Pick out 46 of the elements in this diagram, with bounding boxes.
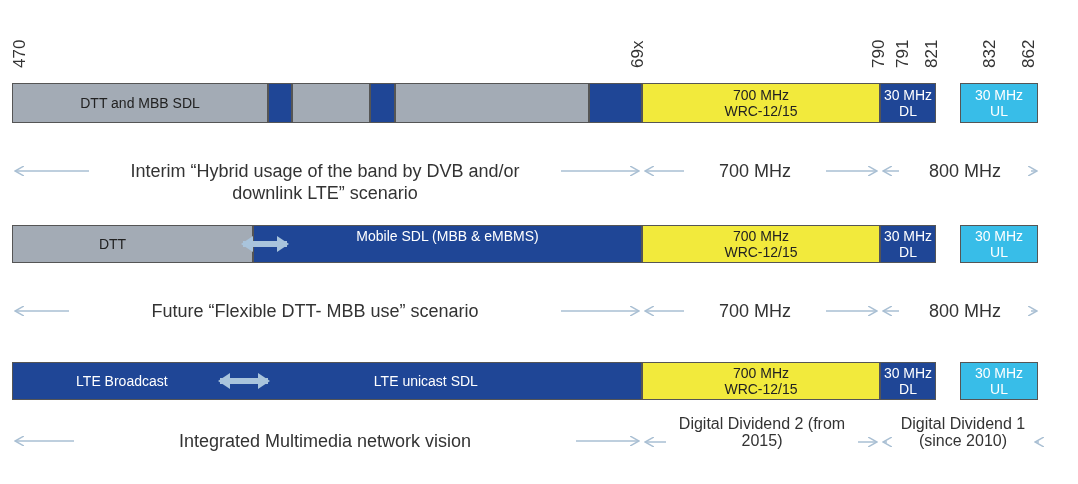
band-segment	[12, 225, 253, 263]
double-arrow	[241, 236, 289, 252]
band-segment	[253, 225, 642, 263]
segment-label: 30 MHz UL	[974, 87, 1024, 119]
frequency-tick: 790	[869, 39, 889, 68]
span-label: 800 MHz	[928, 160, 1002, 182]
segment-label: 30 MHz DL	[883, 228, 933, 260]
span-label: Digital Dividend 1 (since 2010)	[899, 415, 1027, 449]
band-segment	[642, 362, 880, 400]
band-bar	[268, 83, 292, 123]
segment-label: 700 MHz WRC-12/15	[723, 87, 799, 119]
band-segment	[960, 225, 1038, 263]
segment-label: LTE Broadcast	[76, 373, 168, 389]
band-segment	[12, 83, 268, 123]
segment-label: Mobile SDL (MBB & eMBMS)	[356, 228, 539, 244]
segment-label: DTT	[98, 236, 127, 252]
span-label: Interim “Hybrid usage of the band by DVB and/or downlink LTE” scenario	[129, 160, 521, 204]
band-bar	[395, 83, 589, 123]
band-segment	[642, 225, 880, 263]
band-bar	[589, 83, 642, 123]
frequency-tick: 862	[1019, 39, 1039, 68]
segment-label: LTE unicast SDL	[373, 373, 478, 389]
span-label: Future “Flexible DTT- MBB use” scenario	[150, 300, 480, 322]
frequency-tick: 69x	[628, 40, 648, 68]
span-label: 800 MHz	[928, 300, 1002, 322]
band-segment	[960, 83, 1038, 123]
span-label: 700 MHz	[718, 160, 792, 182]
band-segment	[642, 83, 880, 123]
segment-label: 30 MHz DL	[883, 365, 933, 397]
segment-label: 700 MHz WRC-12/15	[723, 365, 799, 397]
band-segment	[960, 362, 1038, 400]
segment-label: DTT and MBB SDL	[80, 95, 200, 111]
span-label: 700 MHz	[718, 300, 792, 322]
frequency-tick: 821	[922, 39, 942, 68]
segment-label: 30 MHz UL	[974, 228, 1024, 260]
frequency-tick: 470	[10, 39, 30, 68]
frequency-tick: 791	[893, 39, 913, 68]
segment-label: 30 MHz DL	[883, 87, 933, 119]
span-label: Integrated Multimedia network vision	[177, 430, 473, 452]
band-bar	[292, 83, 370, 123]
segment-label: 30 MHz UL	[974, 365, 1024, 397]
band-bar	[370, 83, 395, 123]
frequency-tick: 832	[980, 39, 1000, 68]
segment-label: 700 MHz WRC-12/15	[723, 228, 799, 260]
band-segment	[12, 362, 642, 400]
span-label: Digital Dividend 2 (from 2015)	[677, 415, 847, 449]
